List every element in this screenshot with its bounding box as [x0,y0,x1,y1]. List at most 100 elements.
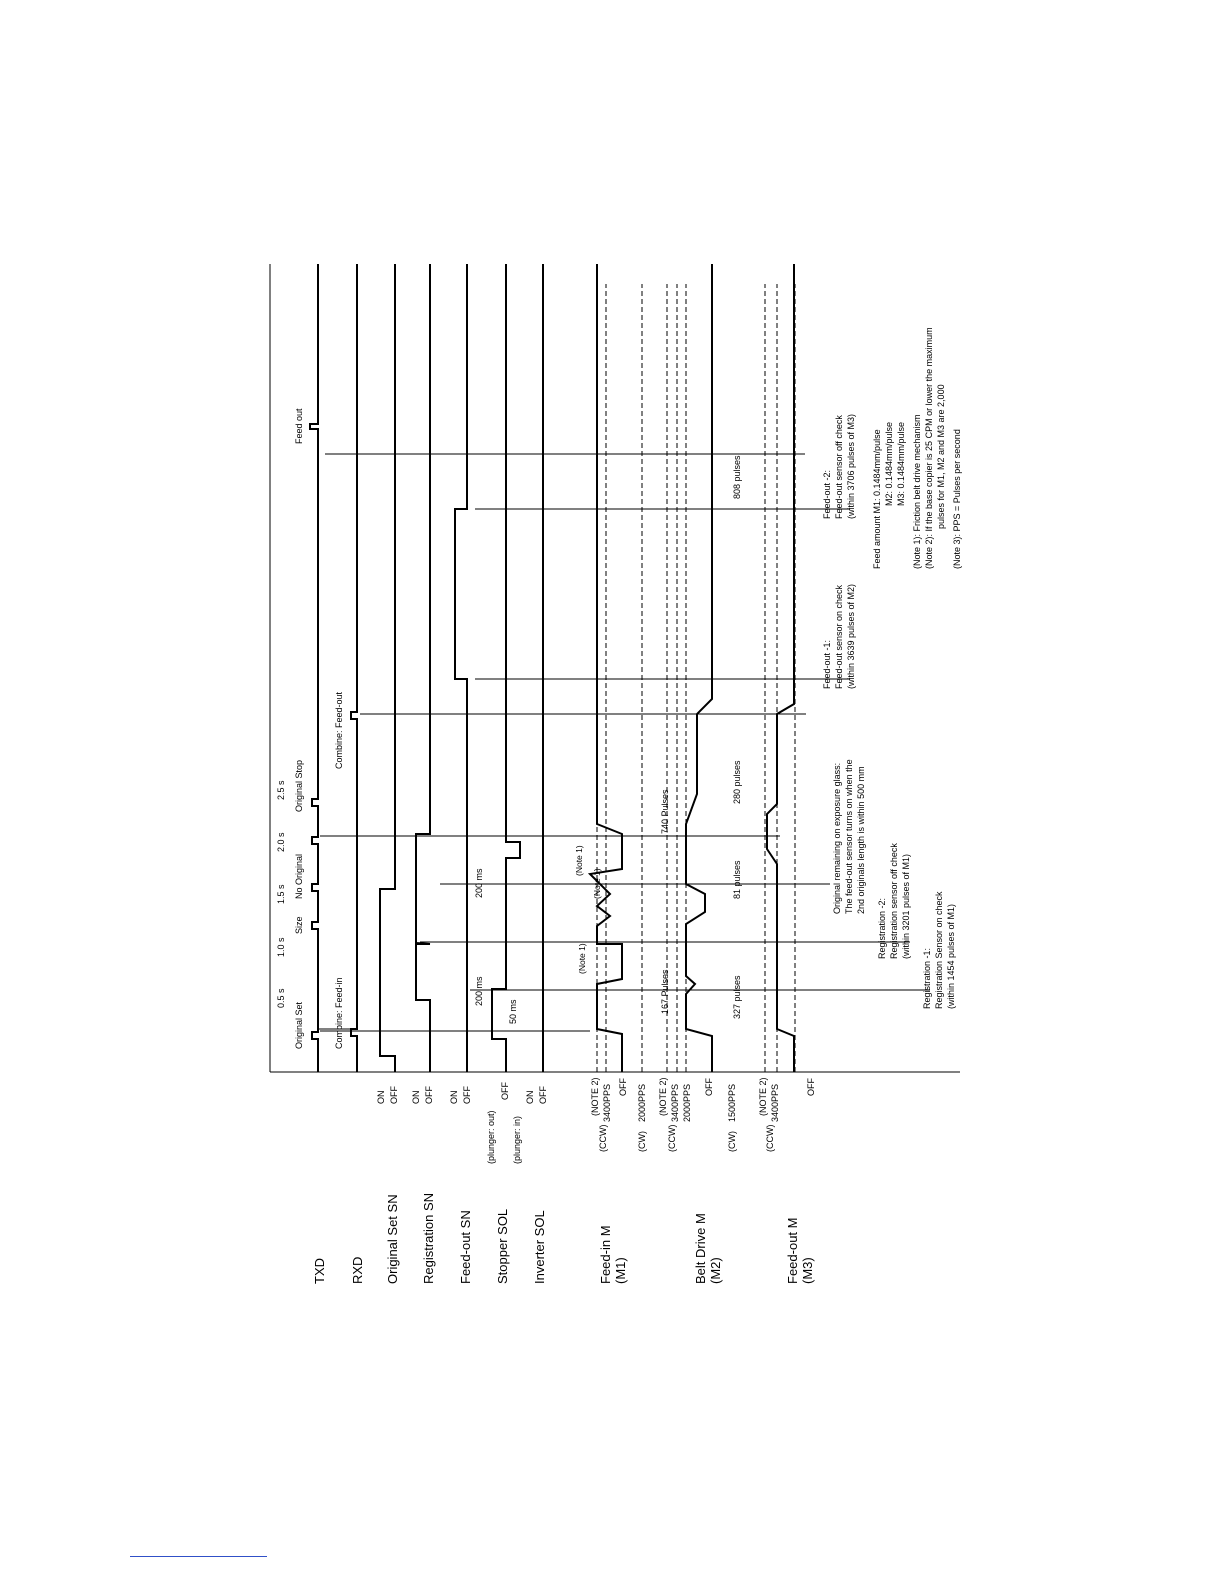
txd-size: Size [294,916,304,934]
signal-label-txd: TXD [312,1258,327,1284]
txd-rxd-labels: Original Set Size No Original Original S… [294,408,344,1049]
motor-off: OFF [704,1078,714,1096]
motor-speed: 1500PPS [727,1084,737,1122]
waveform-rxd [350,264,358,1072]
motor-speed: 2000PPS [682,1084,692,1122]
annot-reg2-line1: Registration sensor off check [889,843,899,959]
motor-speed: 3400PPS [670,1084,680,1122]
annot-fo1-line1: Feed-out sensor on check [834,584,844,689]
motor-speed: 2000PPS [637,1084,647,1122]
state-on: ON [525,1091,535,1105]
note-3: (Note 3): PPS = Pulses per second [952,429,962,569]
time-axis-labels: 0.5 s 1.0 s 1.5 s 2.0 s 2.5 s [276,780,286,1008]
time-tick: 1.0 s [276,937,286,957]
signal-label-original-set: Original Set SN [385,1194,400,1284]
annot-orig-line2: 2nd originals length is within 500 mm [856,766,866,914]
txd-no-original: No Original [294,854,304,899]
note-2b: pulses for M1, M2 and M3 are 2,000 [936,384,946,529]
annot-reg1-line1: Registration Sensor on check [934,891,944,1009]
motor-id-feedout: (M3) [800,1257,815,1284]
label-167: 167 Pulses [660,969,670,1014]
motor-label-belt: Belt Drive M [693,1213,708,1284]
waveform-feedout-sn [454,264,468,1072]
state-off: OFF [500,1082,510,1100]
waveform-original-set [379,264,396,1072]
annot-orig-line1: The feed-out sensor turns on when the [844,759,854,914]
annot-fo2-line2: (within 3706 pulses of M3) [846,414,856,519]
state-off: OFF [389,1086,399,1104]
label-note1-a: (Note 1) [577,943,587,974]
motor-note: (NOTE 2) [658,1077,668,1116]
txd-original-stop: Original Stop [294,760,304,812]
signal-label-stopper: Stopper SOL [495,1209,510,1284]
signal-label-rxd: RXD [350,1257,365,1284]
waveform-registration [415,264,431,1072]
signal-labels: TXD RXD Original Set SN Registration SN … [312,1077,816,1284]
annot-fo2-line1: Feed-out sensor off check [834,415,844,519]
motor-dir: (CCW) [667,1125,677,1153]
state-plunger-in: (plunger: in) [512,1116,522,1164]
timing-markers [318,453,930,1032]
motor-dir: (CW) [637,1131,647,1152]
label-81: 81 pulses [732,860,742,899]
waveform-stopper [491,264,521,1072]
label-200ms-b: 200 ms [474,868,484,898]
label-808: 808 pulses [732,455,742,499]
motor-speed: 3400PPS [770,1084,780,1122]
time-tick: 2.5 s [276,780,286,800]
motor-note: (NOTE 2) [590,1077,600,1116]
label-note1-b: (Note 1) [592,868,602,899]
feed-amount-m2: M2: 0.1484mm/pulse [884,422,894,506]
annot-fo1-title: Feed-out -1: [822,640,832,689]
annot-reg1-title: Registration -1: [922,948,932,1009]
speed-reference-lines [596,284,796,1072]
label-200ms-a: 200 ms [474,976,484,1006]
feed-amount-m3: M3: 0.1484mm/pulse [896,422,906,506]
rxd-combine-feedin: Combine: Feed-in [334,977,344,1049]
label-740: 740 Pulses [660,789,670,834]
state-on: ON [449,1091,459,1105]
state-off: OFF [424,1086,434,1104]
waveform-feedin-motor [587,264,623,1072]
label-280: 280 pulses [732,760,742,804]
note-1: (Note 1): Friction belt drive mechanism [912,414,922,569]
time-tick: 0.5 s [276,988,286,1008]
rxd-combine-feedout: Combine: Feed-out [334,691,344,769]
annot-reg2-line2: (within 3201 pulses of M1) [901,854,911,959]
waveform-txd [309,264,319,1072]
annot-fo2-title: Feed-out -2: [822,470,832,519]
annot-reg1-line2: (within 1454 pulses of M1) [946,904,956,1009]
motor-id-belt: (M2) [708,1257,723,1284]
time-tick: 2.0 s [276,832,286,852]
motor-off: OFF [618,1078,628,1096]
annot-reg2-title: Registration -2: [877,898,887,959]
motor-speed: 3400PPS [602,1084,612,1122]
signal-label-registration: Registration SN [421,1193,436,1284]
motor-note: (NOTE 2) [758,1077,768,1116]
txd-original-set: Original Set [294,1001,304,1049]
signal-label-feedout-sn: Feed-out SN [458,1210,473,1284]
label-50ms: 50 ms [508,999,518,1024]
feed-amount-m1: Feed amount M1: 0.1484mm/pulse [872,429,882,569]
state-off: OFF [462,1086,472,1104]
footer-rule [130,1556,267,1557]
txd-feed-out: Feed out [294,408,304,444]
notes: Feed amount M1: 0.1484mm/pulse M2: 0.148… [872,327,962,569]
annot-orig-title: Original remaining on exposure glass: [832,763,842,914]
label-note1-c: (Note 1) [574,845,584,876]
waveform-feedout-motor [766,264,795,1072]
time-tick: 1.5 s [276,884,286,904]
timing-labels: 200 ms 50 ms 200 ms (Note 1) (Note 1) (N… [474,455,742,1024]
motor-dir: (CCW) [598,1125,608,1153]
state-on: ON [376,1091,386,1105]
annotations: Registration -1: Registration Sensor on … [822,414,956,1009]
waveform-belt-motor [685,264,713,1072]
signal-label-inverter: Inverter SOL [532,1210,547,1284]
motor-dir: (CCW) [765,1125,775,1153]
motor-label-feedin: Feed-in M [598,1225,613,1284]
annot-fo1-line2: (within 3639 pulses of M2) [846,584,856,689]
waveforms [309,264,795,1072]
state-off: OFF [538,1086,548,1104]
